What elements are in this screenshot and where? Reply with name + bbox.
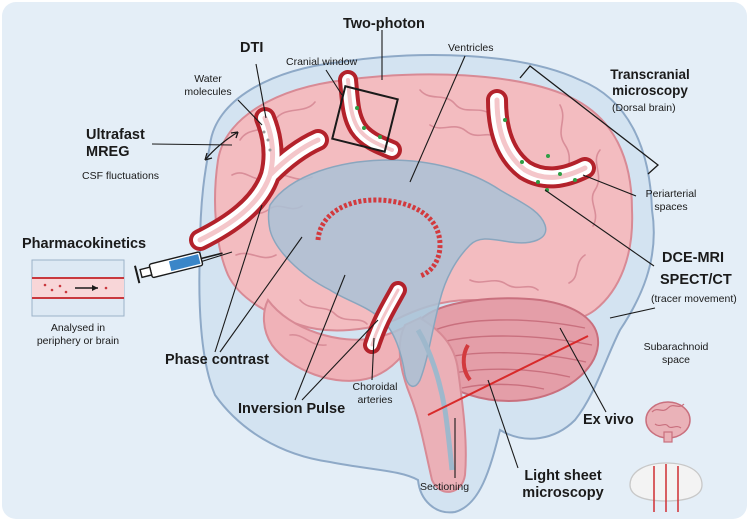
label-choroidal-line2: arteries: [345, 394, 405, 407]
label-dorsal-brain: (Dorsal brain): [612, 102, 676, 115]
label-phase-contrast: Phase contrast: [165, 352, 269, 369]
label-water-line2: molecules: [176, 86, 240, 99]
label-tracer-movement: (tracer movement): [651, 293, 737, 306]
label-subarachnoid-space: Subarachnoid space: [636, 341, 716, 366]
label-pharmacokinetics: Pharmacokinetics: [22, 236, 146, 253]
label-subarachnoid-line1: Subarachnoid: [636, 341, 716, 354]
label-transcranial-line2: microscopy: [598, 83, 702, 99]
label-choroidal-arteries: Choroidal arteries: [345, 381, 405, 406]
label-ex-vivo: Ex vivo: [583, 412, 634, 429]
label-dce-mri: DCE-MRI: [662, 250, 724, 267]
label-periarterial-line1: Periarterial: [633, 188, 709, 201]
label-light-sheet-line2: microscopy: [518, 485, 608, 502]
label-ultrafast-line2: MREG: [86, 144, 145, 161]
label-analysed-line2: periphery or brain: [18, 335, 138, 348]
label-transcranial-microscopy: Transcranial microscopy: [598, 67, 702, 99]
label-csf-fluctuations: CSF fluctuations: [82, 170, 159, 183]
label-analysed: Analysed in periphery or brain: [18, 322, 138, 347]
label-sectioning: Sectioning: [420, 481, 469, 494]
label-inversion-pulse: Inversion Pulse: [238, 401, 345, 418]
label-periarterial-spaces: Periarterial spaces: [633, 188, 709, 213]
label-spect-ct: SPECT/CT: [660, 272, 732, 289]
label-ultrafast-mreg: Ultrafast MREG: [86, 127, 145, 162]
label-choroidal-line1: Choroidal: [345, 381, 405, 394]
label-water-line1: Water: [176, 73, 240, 86]
label-analysed-line1: Analysed in: [18, 322, 138, 335]
label-two-photon: Two-photon: [343, 16, 425, 33]
label-ultrafast-line1: Ultrafast: [86, 127, 145, 144]
label-ventricles: Ventricles: [448, 42, 494, 55]
label-subarachnoid-line2: space: [636, 354, 716, 367]
label-periarterial-line2: spaces: [633, 201, 709, 214]
label-light-sheet-line1: Light sheet: [518, 468, 608, 485]
label-water-molecules: Water molecules: [176, 73, 240, 98]
blood-vessel-icon: [32, 260, 124, 316]
label-transcranial-line1: Transcranial: [598, 67, 702, 83]
label-dti: DTI: [240, 40, 263, 57]
label-light-sheet-microscopy: Light sheet microscopy: [518, 468, 608, 503]
label-cranial-window: Cranial window: [286, 56, 357, 69]
